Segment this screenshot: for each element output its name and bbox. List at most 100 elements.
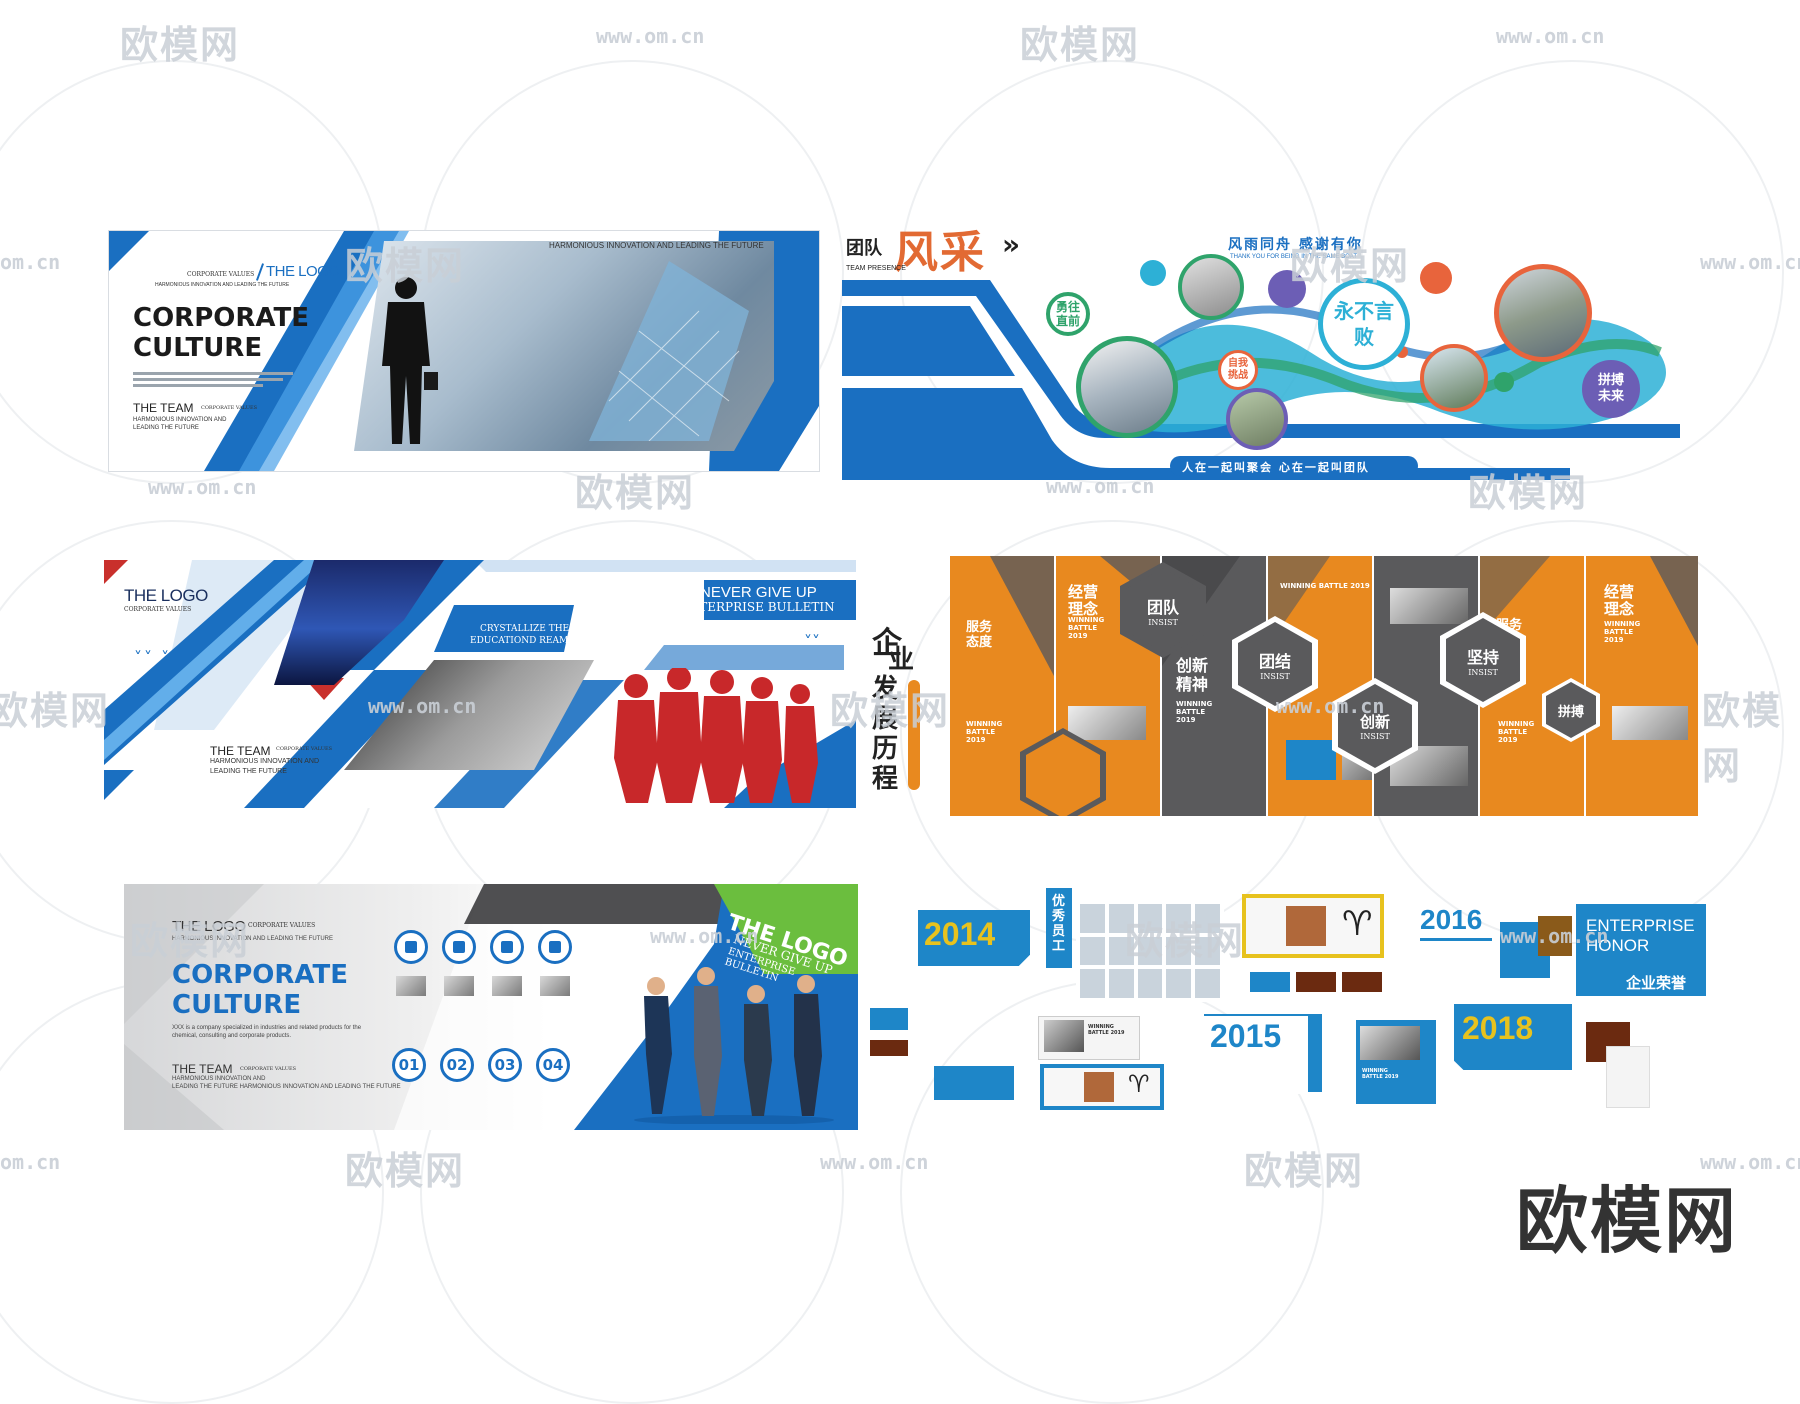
brand-logo-large: 欧模网 — [1516, 1179, 1739, 1263]
panel-team-presence: 团队 风采 » TEAM PRESENCE 风雨同舟 感谢有你 THANK YO… — [840, 212, 1692, 480]
watermark-url: www.om.cn — [1700, 1150, 1800, 1174]
body-text: XXX is a company specialized in industri… — [172, 1025, 362, 1039]
honor-cn: 企业荣誉 — [1626, 974, 1687, 992]
panel-never-give-up: ˅˅ ˅ ˅˅ THE LOGO CORPORATE VALUES NEVER … — [104, 560, 856, 808]
trophy-icon: ♈ — [1128, 1070, 1150, 1098]
step-number-text: 02 — [446, 1056, 468, 1074]
year-card-side — [1308, 1014, 1322, 1092]
step-number: 02 — [440, 1048, 474, 1082]
values-small-text: CORPORATE VALUES — [187, 271, 255, 278]
news-thumb — [1044, 1020, 1084, 1052]
year-2016: 2016 — [1420, 904, 1483, 935]
dot-green — [1494, 372, 1514, 392]
businessman-silhouette — [382, 277, 438, 444]
vertical-char: 企 — [872, 626, 902, 661]
winning-label: WINNING BATTLE 2019 — [966, 720, 1003, 744]
mini-card — [1296, 972, 1336, 992]
title-corporate: CORPORATE — [172, 960, 348, 990]
watermark-url: www.om.cn — [148, 475, 257, 499]
team-sub-2: LEADING THE FUTURE HARMONIOUS INNOVATION… — [172, 1084, 401, 1090]
vertical-char: 历 — [872, 734, 899, 764]
watermark-url: www.om.cn — [650, 924, 759, 948]
watermark-brand: 欧模网 — [345, 244, 466, 288]
hex-insist: INSIST — [1148, 617, 1178, 627]
certificate-frame: ♈ — [1242, 894, 1384, 958]
vertical-en-bar — [908, 680, 920, 790]
staff-avatar-icon — [1080, 969, 1105, 998]
step-photo — [444, 976, 474, 996]
team-sub-1: HARMONIOUS INNOVATION AND — [133, 417, 227, 423]
logo-subtitle: HARMONIOUS INNOVATION AND LEADING THE FU… — [172, 936, 334, 942]
team-sub-2: LEADING THE FUTURE — [133, 425, 199, 431]
watermark-brand: 欧模网 — [120, 23, 241, 67]
header-tag: HARMONIOUS INNOVATION AND LEADING THE FU… — [549, 241, 764, 250]
title-culture: CULTURE — [133, 333, 263, 363]
year-2014: 2014 — [924, 916, 996, 952]
staff-avatar-icon — [1195, 936, 1220, 966]
hex-title: 坚持 — [1466, 647, 1499, 667]
blue-zigzag-graphic — [104, 560, 856, 808]
watermark-brand: 欧模网 — [0, 689, 111, 733]
honor-en-line2: HONOR — [1586, 936, 1650, 955]
vertical-char: 展 — [872, 704, 899, 734]
news-winning: WINNING BATTLE 2019 — [1088, 1024, 1125, 1036]
winning-label: WINNING BATTLE 2019 — [1280, 582, 1370, 590]
banner-never-give-up: NEVER GIVE UP — [700, 584, 817, 601]
certificate-bottom: ♈ — [1040, 1064, 1164, 1110]
staff-avatar-icon — [1137, 904, 1163, 933]
hex-title: 拼搏 — [1557, 704, 1584, 720]
watermark-brand: 欧模网 — [130, 919, 251, 963]
column-title: 服务态度 — [966, 620, 993, 650]
staff-label: 优秀员工 — [1052, 894, 1066, 954]
honor-plaque — [1538, 916, 1572, 956]
watermark-circle — [1360, 60, 1784, 484]
birds-icon: ˅˅ ˅ — [134, 648, 172, 667]
photo-circle — [1494, 264, 1592, 362]
watermark-circle — [900, 60, 1324, 484]
panel-enterprise-honor: 2014 优秀员工 ♈ 2016 ENTERPRISE HONOR 企业荣誉 W… — [860, 880, 1710, 1110]
accent-square — [934, 1066, 1014, 1100]
staff-avatar-icon — [1166, 936, 1192, 966]
watermark-url: www.om.cn — [1496, 24, 1605, 48]
photo-thumb — [1286, 740, 1336, 780]
dot-blue — [1140, 260, 1166, 286]
panel-corporate-culture-2: THE LOGO CORPORATE VALUES HARMONIOUS INN… — [124, 884, 858, 1130]
mini-card — [1342, 972, 1382, 992]
hex-title: 创新 — [1359, 713, 1390, 731]
bubble-challenge: 自我挑战 — [1218, 350, 1258, 390]
step-number-text: 01 — [398, 1056, 420, 1074]
panel-corporate-culture: HARMONIOUS INNOVATION AND LEADING THE FU… — [108, 230, 820, 472]
photo-circle — [1076, 336, 1178, 438]
logo-subtitle: CORPORATE VALUES — [124, 606, 192, 613]
watermark-brand: 欧模网 — [1125, 919, 1246, 963]
team-title-en: TEAM PRESENCE — [846, 265, 906, 272]
slogan-en: THANK YOU FOR BEING IN THE SAME BOAT — [1230, 254, 1358, 260]
team-sub-2: LEADING THE FUTURE — [210, 768, 287, 775]
staff-avatar-icon — [1108, 969, 1134, 998]
hex-insist: INSIST — [1360, 732, 1390, 741]
watermark-brand: 欧模网 — [1244, 1149, 1365, 1193]
watermark-brand: 欧模网 — [345, 1149, 466, 1193]
logo-subtitle: HARMONIOUS INNOVATION AND LEADING THE FU… — [155, 282, 290, 288]
winning-label: WINNING BATTLE 2019 — [1176, 700, 1213, 724]
trophy-icon: ♈ — [1342, 904, 1373, 944]
step-icon-circle — [538, 930, 572, 964]
panel-development-history: 服务态度 经营理念 创新精神 服务态度 经营理念 WINNING BATTLE … — [950, 556, 1698, 816]
team-title: THE TEAM — [210, 744, 271, 758]
staff-avatar-icon — [1108, 904, 1134, 933]
footer-slogan: 人在一起叫聚会 心在一起叫团队 — [1182, 461, 1370, 474]
bubble-never-give-up: 永不言败 — [1318, 278, 1410, 370]
vertical-char: 程 — [872, 764, 899, 794]
red-crowd-silhouette — [614, 668, 818, 803]
bubble-brave: 勇往直前 — [1046, 292, 1090, 336]
watermark-url: www.om.cn — [596, 24, 705, 48]
accent-square — [1606, 1046, 1650, 1108]
staff-avatar-icon — [1195, 969, 1220, 998]
photo-card-winning: WINNING BATTLE 2019 — [1362, 1068, 1399, 1080]
logo-text: THE LOGO — [266, 263, 340, 280]
logo-text: THE LOGO — [172, 918, 246, 935]
column-title: 创新精神 — [1176, 656, 1209, 694]
hex-title: 团结 — [1258, 651, 1291, 671]
